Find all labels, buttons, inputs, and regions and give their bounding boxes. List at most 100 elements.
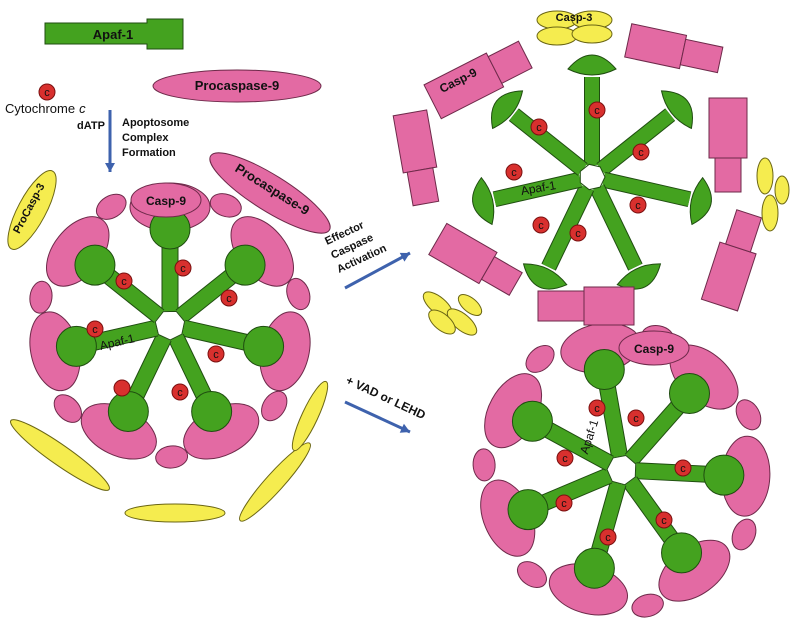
apaf1-head bbox=[74, 244, 116, 286]
casp3-label: Casp-3 bbox=[556, 12, 593, 24]
cytochrome-c-icon bbox=[599, 528, 617, 546]
casp9-small-shape bbox=[472, 448, 496, 482]
arrow-activation-icon bbox=[344, 251, 411, 290]
cytochrome-c-icon bbox=[530, 118, 548, 136]
datp-label: dATP bbox=[77, 120, 105, 132]
casp9-small-shape bbox=[261, 390, 288, 422]
casp3-cluster bbox=[422, 291, 483, 336]
arrow-down-icon bbox=[105, 110, 115, 172]
procasp3-shape bbox=[239, 442, 311, 522]
casp9-block-small bbox=[725, 209, 763, 253]
casp3-cluster bbox=[756, 157, 790, 232]
apaf1-head bbox=[507, 489, 549, 531]
cytochrome-c-symbol: c bbox=[180, 263, 186, 275]
apaf1-crescent bbox=[616, 263, 662, 290]
casp9-block-shape bbox=[428, 222, 523, 296]
apoptosome-hub bbox=[606, 454, 637, 486]
casp9-block-small bbox=[406, 167, 440, 207]
procasp3-shape bbox=[124, 503, 226, 523]
apaf1-head bbox=[224, 244, 266, 286]
cytochrome-c-symbol: c bbox=[44, 87, 50, 99]
cytochrome-c-icon bbox=[569, 224, 587, 242]
step1-line2: Complex bbox=[122, 132, 169, 144]
casp9-block-small bbox=[679, 38, 724, 74]
casp9-small-shape bbox=[29, 280, 53, 314]
cytochrome-c-icon bbox=[556, 449, 574, 467]
casp9-small-shape bbox=[516, 561, 547, 589]
casp9-block-shape bbox=[537, 286, 635, 326]
apaf1-spoke bbox=[602, 172, 692, 207]
apaf1-spoke bbox=[509, 109, 587, 175]
apaf1-head bbox=[703, 454, 745, 496]
cytochrome-c-icon bbox=[505, 163, 523, 181]
cytochrome-c-symbol: c bbox=[594, 105, 600, 117]
apaf1-head bbox=[191, 390, 233, 432]
casp9-block-large bbox=[700, 241, 757, 312]
casp9-small-shape bbox=[735, 399, 762, 431]
casp9-block-shape bbox=[624, 23, 724, 74]
procasp3-shape bbox=[10, 419, 110, 491]
apaf1-arm-label-top: Apaf-1 bbox=[520, 178, 558, 198]
casp9-block-large bbox=[392, 109, 438, 174]
cytochrome-c-italic: c bbox=[79, 101, 86, 116]
apaf1-spoke bbox=[590, 184, 642, 271]
arrow-shaft bbox=[344, 251, 411, 290]
casp9-block-large bbox=[708, 97, 748, 159]
casp3-subunit bbox=[536, 26, 578, 46]
cytochrome-text: Cytochrome bbox=[5, 101, 75, 116]
apaf1-head bbox=[668, 373, 710, 415]
cytochrome-c-symbol: c bbox=[594, 403, 600, 415]
apaf1-crescent bbox=[567, 54, 617, 76]
casp3-subunit bbox=[457, 294, 483, 316]
cytochrome-c-symbol: c bbox=[121, 276, 127, 288]
casp9-block-small bbox=[714, 157, 742, 193]
cytochrome-c-symbol: c bbox=[561, 498, 567, 510]
cytochrome-c-symbol: c bbox=[661, 515, 667, 527]
casp9-small-shape bbox=[631, 593, 664, 618]
apaf1-crescent bbox=[491, 90, 524, 130]
casp9-block-shape bbox=[392, 109, 440, 207]
apaf1-head bbox=[107, 390, 149, 432]
apaf1-head bbox=[661, 532, 703, 574]
apaf1-spoke bbox=[597, 109, 675, 175]
cytochrome-c-icon bbox=[115, 272, 133, 290]
cytochrome-c-icon bbox=[171, 383, 189, 401]
apaf1-crescent bbox=[660, 90, 693, 130]
procaspase9-shape bbox=[152, 69, 322, 103]
casp9-small-shape bbox=[525, 345, 555, 373]
casp3-subunit bbox=[774, 175, 790, 205]
arrow-inhibitor-icon bbox=[344, 400, 411, 434]
casp9-block-large bbox=[624, 23, 688, 70]
casp9-label-right: Casp-9 bbox=[634, 342, 674, 356]
cytochrome-c-icon bbox=[629, 196, 647, 214]
arrow-head bbox=[399, 252, 410, 262]
cytochrome-label: Cytochrome c bbox=[5, 101, 86, 116]
casp9-small-shape bbox=[155, 445, 189, 469]
cytochrome-c-symbol: c bbox=[605, 532, 611, 544]
apaf1-head bbox=[55, 325, 97, 367]
casp9-label-left: Casp-9 bbox=[146, 194, 186, 208]
procasp3-shape bbox=[291, 380, 329, 452]
arrow-head bbox=[399, 423, 410, 433]
cytochrome-c-icon bbox=[174, 259, 192, 277]
cytochrome-c-symbol: c bbox=[213, 349, 219, 361]
cytochrome-c-symbol: c bbox=[638, 147, 644, 159]
apoptosome-activated bbox=[472, 54, 712, 290]
procaspase9-tilted-shape bbox=[209, 152, 331, 234]
cytochrome-c-symbol: c bbox=[226, 293, 232, 305]
casp9-small-shape bbox=[95, 193, 127, 220]
cytochrome-c-icon bbox=[588, 399, 606, 417]
cytochrome-c-symbol: c bbox=[575, 228, 581, 240]
apaf1-head bbox=[583, 349, 625, 391]
step3-label: + VAD or LEHD bbox=[344, 373, 428, 422]
cytochrome-c-icon bbox=[588, 101, 606, 119]
casp9-top-shape bbox=[130, 182, 202, 218]
apaf1-spoke bbox=[492, 172, 582, 207]
apaf1-crescent bbox=[472, 176, 495, 226]
apaf1-head bbox=[573, 547, 615, 589]
apoptosome-hub bbox=[154, 310, 186, 341]
